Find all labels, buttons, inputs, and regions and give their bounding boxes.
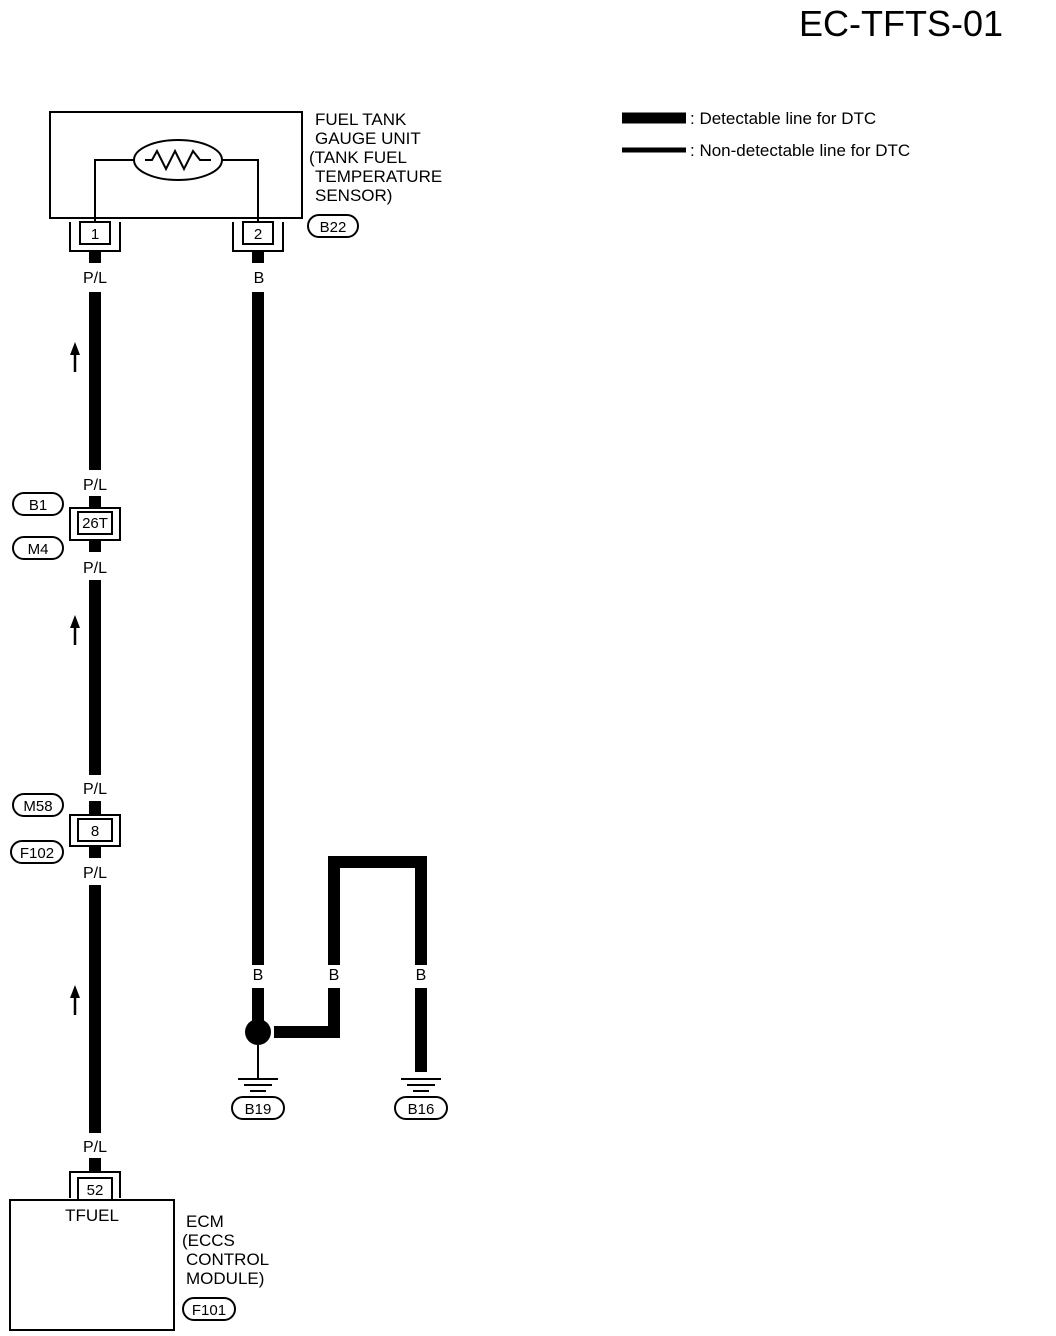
wire-b-label-1: B bbox=[253, 967, 264, 984]
wire-pl-label-5: P/L bbox=[83, 865, 107, 882]
ground-icon bbox=[401, 1078, 441, 1092]
sensor-internal-wire-1 bbox=[94, 159, 136, 222]
sensor-box bbox=[49, 111, 303, 219]
wire-pl-label-1: P/L bbox=[83, 270, 107, 287]
connector-b16-label: B16 bbox=[408, 1101, 435, 1118]
ecm-label-line-4: MODULE) bbox=[186, 1269, 264, 1288]
wire-pl-label-4: P/L bbox=[83, 781, 107, 798]
connector-b19-oval bbox=[231, 1096, 285, 1120]
connector-m4-oval bbox=[12, 536, 64, 560]
splice-point bbox=[245, 1019, 271, 1045]
resistor-zigzag-icon bbox=[145, 148, 211, 172]
connector-f101-label: F101 bbox=[192, 1302, 226, 1319]
ecm-pin-bracket bbox=[69, 1171, 121, 1198]
joint-1-inner bbox=[77, 511, 113, 535]
legend-detectable-label: : Detectable line for DTC bbox=[690, 109, 876, 128]
arrow-up-icon-3 bbox=[70, 985, 80, 1015]
joint-2-pin: 8 bbox=[91, 823, 99, 840]
fuel-tank-gauge-unit: FUEL TANK GAUGE UNIT (TANK FUEL TEMPERAT… bbox=[49, 110, 442, 222]
sensor-pin-1: 1 bbox=[69, 221, 121, 252]
ground-icon bbox=[238, 1078, 278, 1092]
connector-b22-label: B22 bbox=[320, 219, 347, 236]
sensor-label-line-5: SENSOR) bbox=[315, 186, 392, 205]
connector-b19-label: B19 bbox=[245, 1101, 272, 1118]
connector-b22: B22 bbox=[307, 214, 359, 238]
connector-m58-oval bbox=[12, 793, 64, 817]
connector-m58-label: M58 bbox=[23, 798, 52, 815]
connector-f102-label: F102 bbox=[20, 845, 54, 862]
diagram-id: EC-TFTS-01 bbox=[799, 3, 1003, 44]
joint-1-pin: 26T bbox=[82, 515, 108, 532]
thermistor-icon bbox=[133, 139, 223, 181]
ecm-terminal-name: TFUEL bbox=[65, 1206, 119, 1225]
wire-b-loop bbox=[328, 856, 427, 965]
ground-b19: B19 bbox=[231, 1078, 285, 1120]
wire-b-branch-horizontal bbox=[274, 988, 340, 1038]
wire-pl-label-2: P/L bbox=[83, 477, 107, 494]
ecm-pin-number: 52 bbox=[87, 1182, 104, 1199]
sensor-label-line-3: (TANK FUEL bbox=[309, 148, 407, 167]
connector-b1-label: B1 bbox=[29, 497, 47, 514]
arrow-up-icon-2 bbox=[70, 615, 80, 645]
connector-b1-oval bbox=[12, 492, 64, 516]
ecm-label-line-2: (ECCS bbox=[182, 1231, 235, 1250]
wire-b-label-3: B bbox=[416, 967, 427, 984]
pin-1-number: 1 bbox=[91, 226, 99, 243]
legend-non-detectable-label: : Non-detectable line for DTC bbox=[690, 141, 910, 160]
wire-pl-label-3: P/L bbox=[83, 560, 107, 577]
sensor-label-line-2: GAUGE UNIT bbox=[315, 129, 421, 148]
connector-b22-oval bbox=[307, 214, 359, 238]
connector-f102-oval bbox=[10, 840, 64, 864]
sensor-label-line-4: TEMPERATURE bbox=[315, 167, 442, 186]
joint-connector-b1-m4: 26T B1 M4 bbox=[12, 492, 121, 560]
ecm-box bbox=[9, 1199, 175, 1331]
pin-2-box bbox=[242, 221, 274, 245]
pin-1-box bbox=[79, 221, 111, 245]
wire-pl-label-6: P/L bbox=[83, 1139, 107, 1156]
pin-2-number: 2 bbox=[254, 226, 262, 243]
ecm-module: 52 TFUEL ECM (ECCS CONTROL MODULE) F101 bbox=[9, 1171, 269, 1331]
wire-b-label-top: B bbox=[254, 270, 265, 287]
sensor-internal-wire-2 bbox=[220, 159, 259, 222]
wire-pl: P/L P/L P/L P/L P/L P/L bbox=[83, 251, 107, 1172]
arrow-up-icon-1 bbox=[70, 342, 80, 372]
sensor-pin-2: 2 bbox=[232, 221, 284, 252]
connector-f101-oval bbox=[182, 1297, 236, 1321]
wire-b: B B B B bbox=[245, 251, 427, 1078]
connector-b16-oval bbox=[394, 1096, 448, 1120]
legend: : Detectable line for DTC : Non-detectab… bbox=[622, 109, 910, 160]
wire-b-label-2: B bbox=[329, 967, 340, 984]
connector-m4-label: M4 bbox=[28, 541, 49, 558]
ecm-label-line-1: ECM bbox=[186, 1212, 224, 1231]
ecm-label-line-3: CONTROL bbox=[186, 1250, 269, 1269]
joint-connector-m58-f102: 8 M58 F102 bbox=[10, 793, 121, 864]
sensor-label-line-1: FUEL TANK bbox=[315, 110, 407, 129]
ground-b16: B16 bbox=[394, 1078, 448, 1120]
joint-2-inner bbox=[77, 818, 113, 842]
